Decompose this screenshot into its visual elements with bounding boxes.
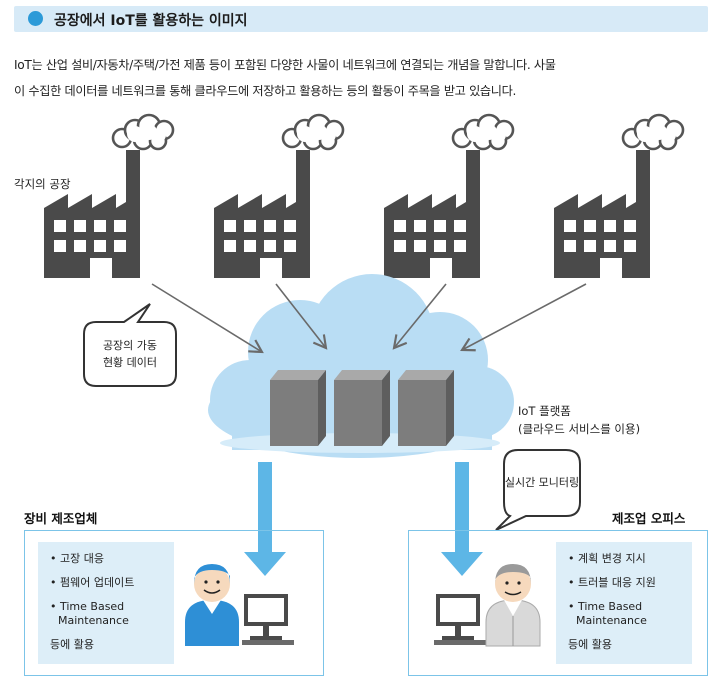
left-panel-title: 장비 제조업체 [24,511,98,526]
left-item-1: • 고장 대응 [50,552,104,565]
intro-line-1: IoT는 산업 설비/자동차/주택/가전 제품 등이 포함된 다양한 사물이 네… [14,58,556,72]
intro-line-2: 이 수집한 데이터를 네트워크를 통해 클라우드에 저장하고 활용하는 등의 활… [14,84,517,98]
left-item-3: • Time Based [50,600,125,613]
bubble-factory-text: 공장의 가동 현황 데이터 [84,337,176,371]
monitor-icon-right [434,594,486,645]
intro-paragraph: IoT는 산업 설비/자동차/주택/가전 제품 등이 포함된 다양한 사물이 네… [14,52,722,104]
arrow-factory4-to-cloud [460,283,587,352]
right-panel-title: 제조업 오피스 [612,511,686,526]
factory-icon-4 [552,113,685,280]
right-item-4: Maintenance [576,614,647,627]
speech-bubble-monitoring [495,449,581,531]
right-panel-info-box: • 계획 변경 지시 • 트러블 대응 지원 • Time Based Main… [556,542,692,664]
left-panel-footer: 등에 활용 [50,638,94,651]
factory-icon-1 [42,113,175,280]
bubble-factory-line-1: 공장의 가동 [102,339,158,352]
left-item-2: • 펌웨어 업데이트 [50,576,135,589]
platform-label-line-1: IoT 플랫폼 [518,404,571,418]
arrow-factory2-to-cloud [275,283,328,350]
left-panel-info-box: • 고장 대응 • 펌웨어 업데이트 • Time Based Maintena… [38,542,174,664]
platform-label: IoT 플랫폼 (클라우드 서비스를 이용) [518,402,640,438]
arrow-cloud-to-equipment-maker [244,462,286,576]
monitor-icon-left [242,594,294,645]
person-icon-left [185,564,239,646]
speech-bubble-factory [83,303,177,387]
factories-label: 각지의 공장 [14,177,71,191]
arrow-factory3-to-cloud [392,283,447,350]
right-panel-frame [408,530,708,676]
page-title: 공장에서 IoT를 활용하는 이미지 [54,13,248,29]
platform-label-line-2: (클라우드 서비스를 이용) [518,422,641,436]
right-panel-footer: 등에 활용 [568,638,612,651]
bubble-monitoring-text: 실시간 모니터링 [504,476,580,489]
left-panel-frame [24,530,324,676]
bubble-factory-line-2: 현황 데이터 [102,356,158,369]
factory-icon-3 [382,113,515,280]
factory-icon-2 [212,113,345,280]
left-item-4: Maintenance [58,614,129,627]
arrow-factory1-to-cloud [151,283,264,354]
server-icon-2 [334,370,390,446]
person-icon-right [485,564,541,647]
right-item-3: • Time Based [568,600,643,613]
title-bar: 공장에서 IoT를 활용하는 이미지 [14,6,708,32]
bullet-dot-icon [28,11,43,26]
server-icon-1 [270,370,326,446]
arrow-cloud-to-manufacturing-office [441,462,483,576]
server-icon-3 [398,370,454,446]
right-item-2: • 트러블 대응 지원 [568,576,656,589]
right-item-1: • 계획 변경 지시 [568,552,646,565]
